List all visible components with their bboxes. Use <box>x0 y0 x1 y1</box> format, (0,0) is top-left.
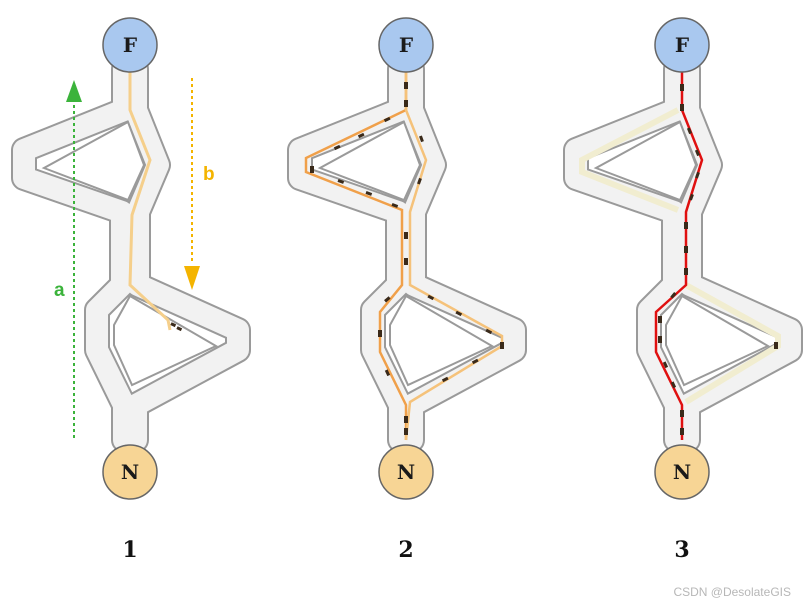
ant <box>384 296 391 303</box>
nest-node-2: N <box>378 444 434 500</box>
lower-loop-hole <box>113 294 219 387</box>
ant <box>695 171 700 179</box>
upper-loop-hole <box>41 120 146 202</box>
ant <box>404 428 408 435</box>
ant <box>662 361 669 369</box>
trail-faded <box>579 107 680 213</box>
nest-node-label: N <box>397 460 415 484</box>
ant <box>774 342 778 349</box>
nest-node-label: N <box>121 460 139 484</box>
ant <box>384 369 391 377</box>
ant <box>333 144 341 151</box>
nest-node-1: N <box>102 444 158 500</box>
ant-group <box>310 82 504 435</box>
ant <box>680 410 684 417</box>
arrow-b-label: b <box>203 164 215 185</box>
ant <box>417 177 422 185</box>
arrow-a: a <box>54 80 82 438</box>
ant <box>404 416 408 423</box>
trail-outer <box>304 72 408 440</box>
ant <box>427 294 435 301</box>
panel-3 <box>576 69 790 440</box>
ant <box>485 328 493 335</box>
food-node-3: F <box>654 17 710 73</box>
ant <box>378 330 382 337</box>
ant-group <box>170 322 183 332</box>
ant <box>310 166 314 173</box>
panel-1 <box>24 69 238 440</box>
watermark: CSDN @DesolateGIS <box>673 585 791 599</box>
ant <box>404 232 408 239</box>
ant <box>404 100 408 107</box>
arrow-a-head <box>66 80 82 102</box>
ant <box>658 336 662 343</box>
ant <box>404 258 408 265</box>
trail-inner <box>404 72 504 441</box>
ant <box>455 310 463 317</box>
ant <box>684 268 688 275</box>
ant <box>684 222 688 229</box>
ant <box>694 149 700 157</box>
ant <box>337 179 345 184</box>
food-node-2: F <box>378 17 434 73</box>
ant <box>170 322 177 328</box>
ant <box>419 135 424 143</box>
panel-number-2: 2 <box>398 537 413 563</box>
arrow-b-head <box>184 266 200 290</box>
nest-node-label: N <box>673 460 691 484</box>
trail-light <box>128 72 172 331</box>
ant <box>689 193 694 201</box>
ant <box>500 342 504 349</box>
food-node-1: F <box>102 17 158 73</box>
food-node-label: F <box>675 33 689 57</box>
panel-2 <box>300 69 514 440</box>
ant <box>670 381 677 389</box>
food-node-label: F <box>399 33 413 57</box>
ant <box>670 292 677 299</box>
ant <box>357 132 365 139</box>
panel-number-3: 3 <box>674 537 689 563</box>
ant <box>441 376 449 383</box>
ant <box>684 246 688 253</box>
ant <box>404 82 408 89</box>
arrow-b: b <box>184 78 215 290</box>
trail-faded <box>684 282 781 405</box>
ant <box>680 428 684 435</box>
ant <box>391 203 399 208</box>
ant <box>365 191 373 196</box>
nest-node-3: N <box>654 444 710 500</box>
ant <box>680 104 684 111</box>
panel-number-1: 1 <box>122 537 137 563</box>
upper-loop-hole <box>593 120 698 202</box>
ant <box>658 316 662 323</box>
food-node-label: F <box>123 33 137 57</box>
ant <box>680 84 684 91</box>
ant <box>383 116 391 123</box>
ant-group <box>658 84 778 435</box>
upper-loop-hole <box>317 120 422 202</box>
lower-loop-hole <box>665 294 771 387</box>
ant <box>686 127 692 135</box>
ant <box>176 326 183 332</box>
lower-loop-hole <box>389 294 495 387</box>
ant <box>471 358 479 365</box>
arrow-a-label: a <box>54 280 65 301</box>
